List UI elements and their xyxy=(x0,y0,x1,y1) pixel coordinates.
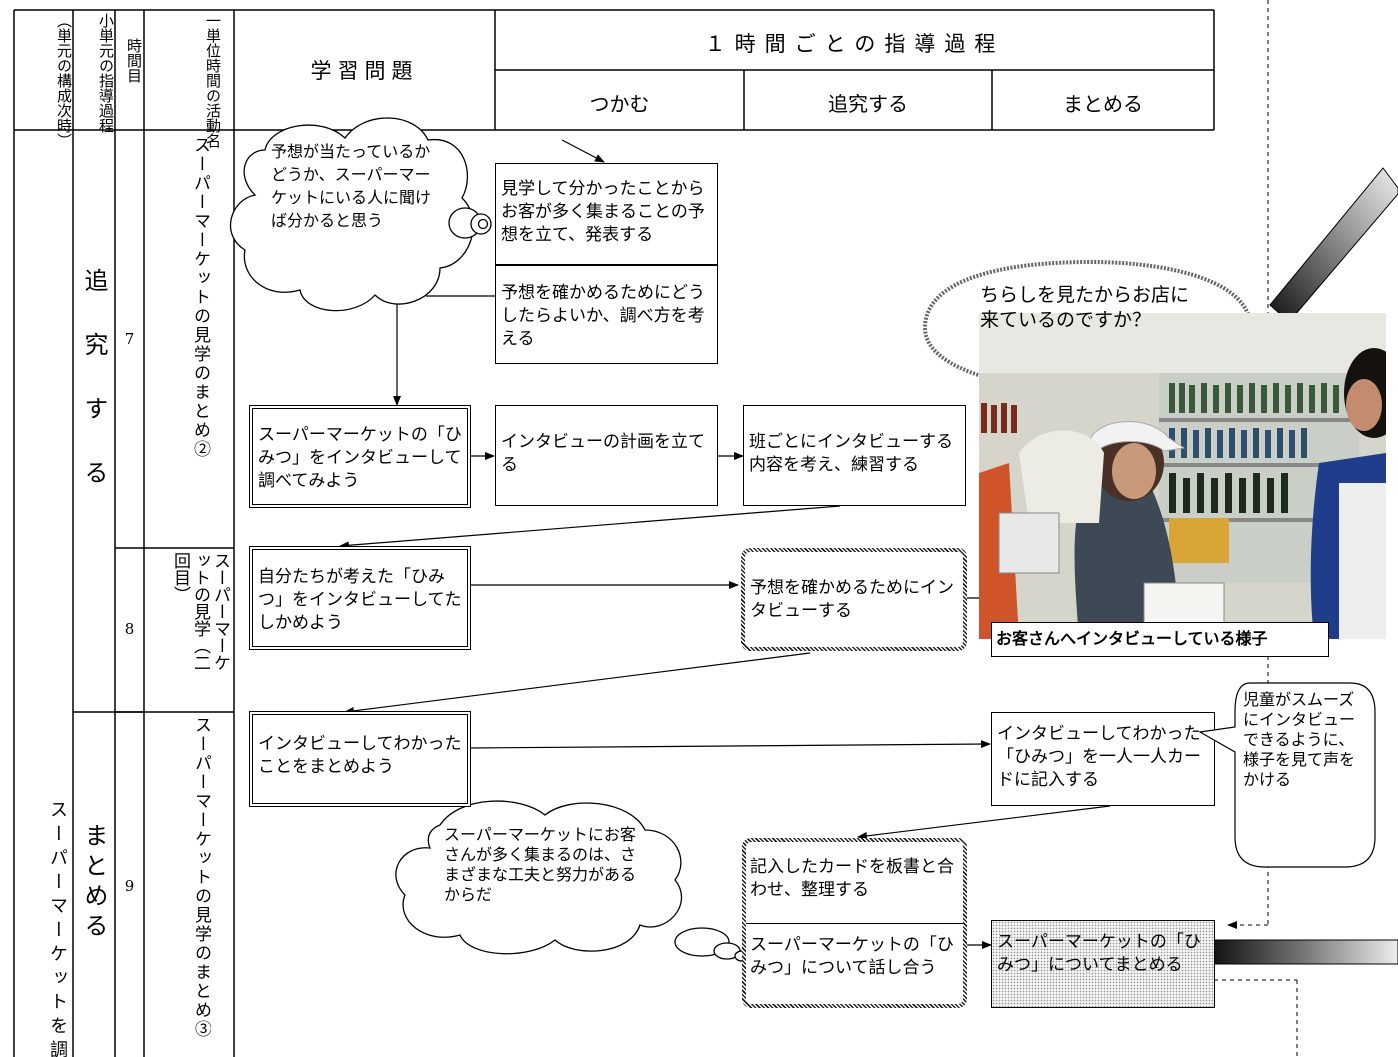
header-summarize: まとめる xyxy=(1063,92,1143,116)
problem-7: スーパーマーケットの「ひみつ」をインタビューして調べてみよう xyxy=(249,405,471,508)
activity-7: スーパーマーケットの見学のまとめ② xyxy=(190,136,210,459)
speech-bubble-text: ちらしを見たからお店に来ているのですか？ xyxy=(980,284,1190,331)
note-callout xyxy=(1198,682,1376,868)
thought-cloud-2-text: スーパーマーケットにお客さんが多く集まるのは、さまざまな工夫と努力があるからだ xyxy=(444,825,637,904)
summarize-step-1: インタビューしてわかった「ひみつ」を一人一人カードに記入する xyxy=(991,712,1215,806)
header-investigate: 追究する xyxy=(828,92,908,116)
note-text: 児童がスムーズにインタビューできるように、様子を見て声をかける xyxy=(1243,690,1356,789)
header-process-title: １時間ごとの指導過程 xyxy=(704,32,1005,56)
unit-name: スーパーマーケットを調べ xyxy=(47,800,68,1057)
thought-cloud-1 xyxy=(229,117,492,312)
activity-8: スーパーマーケットの見学（二回目） xyxy=(170,552,230,671)
header-grasp: つかむ xyxy=(589,92,650,116)
header-unit-structure: （単元の構成次時） xyxy=(55,13,73,148)
period-7: 7 xyxy=(124,330,135,348)
grasp-step-3: インタビューの計画を立てる xyxy=(495,405,718,506)
period-9: 9 xyxy=(124,877,135,895)
header-subunit-process: 小単元の指導過程 xyxy=(97,13,115,133)
problem-8: 自分たちが考えた「ひみつ」をインタビューしてたしかめよう xyxy=(249,546,471,650)
investigate-step-2: 予想を確かめるためにインタビューする xyxy=(741,548,967,651)
investigate-step-4: スーパーマーケットの「ひみつ」について話し合う xyxy=(750,935,954,978)
thought-cloud-1-text: 予想が当たっているかどうか、スーパーマーケットにいる人に聞けば分かると思う xyxy=(271,142,432,230)
grasp-step-2: 予想を確かめるためにどうしたらよいか、調べ方を考える xyxy=(495,265,718,364)
interview-photo-illustration xyxy=(979,313,1386,639)
activity-9: スーパーマーケットの見学のまとめ③ xyxy=(191,716,211,1039)
photo-caption: お客さんへインタビューしている様子 xyxy=(991,622,1329,657)
interview-photo xyxy=(979,313,1386,639)
investigate-group: 記入したカードを板書と合わせ、整理する スーパーマーケットの「ひみつ」について話… xyxy=(742,838,967,1008)
grasp-step-1: 見学して分かったことからお客が多く集まることの予想を立て、発表する xyxy=(495,163,718,265)
investigate-step-3: 記入したカードを板書と合わせ、整理する xyxy=(746,842,963,924)
phase-investigate: 追究する xyxy=(80,268,108,524)
investigate-step-1: 班ごとにインタビューする内容を考え、練習する xyxy=(743,405,966,506)
header-period: 時間目 xyxy=(125,38,143,83)
header-problem: 学習問題 xyxy=(310,59,419,83)
period-8: 8 xyxy=(124,620,135,638)
thought-cloud-2 xyxy=(395,800,750,962)
phase-summarize: まとめる xyxy=(80,823,108,943)
problem-9: インタビューしてわかったことをまとめよう xyxy=(249,711,471,807)
header-activity: 一単位時間の活動名 xyxy=(204,13,222,148)
summarize-step-2: スーパーマーケットの「ひみつ」についてまとめる xyxy=(991,920,1215,1008)
